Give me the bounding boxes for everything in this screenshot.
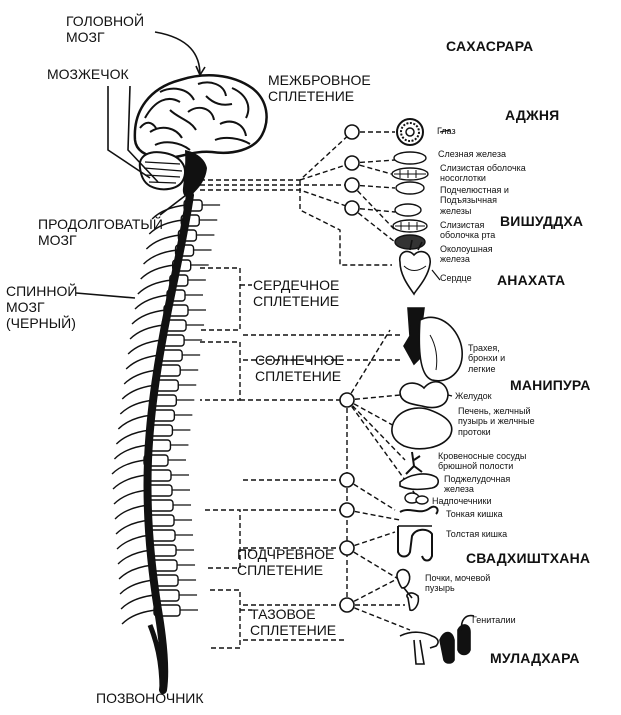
adrenals <box>404 492 429 505</box>
plexus-ganglia <box>339 124 360 613</box>
large-intestine-label: Толстая кишка <box>446 529 508 539</box>
spinal-nerve-left <box>143 249 178 265</box>
head-glands <box>391 151 429 250</box>
spinal-nerves <box>111 204 221 691</box>
spinal-nerve-left <box>131 309 167 325</box>
stomach <box>399 381 449 409</box>
lungs <box>403 307 463 382</box>
organ-pointers <box>431 129 453 397</box>
spinal-nerve-left <box>116 534 152 550</box>
spinal-nerve-left <box>118 564 154 580</box>
medulla <box>182 150 207 198</box>
spinal-nerve-left <box>113 444 149 460</box>
spinal-nerve-left <box>115 429 151 445</box>
spinal-nerve-left <box>120 594 156 610</box>
stomach-label: Желудок <box>455 391 492 401</box>
heart-label: Сердце <box>440 273 472 283</box>
genitals-label: Гениталии <box>472 615 516 625</box>
lacrimal-label: Слезная железа <box>438 149 506 159</box>
eye-label: Глаз <box>437 126 456 136</box>
plexus-brackets <box>200 267 252 649</box>
spinal-nerve-left <box>114 504 150 520</box>
spinal-nerve-left <box>119 399 155 415</box>
chakra-ajna: АДЖНЯ <box>505 107 560 123</box>
chakra-vishuddha: ВИШУДДХА <box>500 213 584 229</box>
brain <box>133 74 268 160</box>
spinal-nerve-left <box>134 294 170 310</box>
spine-label: ПОЗВОНОЧНИК <box>96 690 204 706</box>
spinal-cord <box>143 191 194 694</box>
genitals <box>399 614 475 665</box>
spinal-nerve-left <box>125 354 161 370</box>
pointer-lines <box>75 31 206 299</box>
chakra-anahata: АНАХАТА <box>497 272 566 288</box>
spinal-nerve-left <box>113 489 149 505</box>
adrenals-label: Надпочечники <box>432 496 492 506</box>
spinal-nerve-left <box>111 459 147 475</box>
kidneys <box>396 568 420 612</box>
cerebellum-label: МОЗЖЕЧОК <box>47 66 129 82</box>
chakra-muladhara: МУЛАДХАРА <box>490 650 580 666</box>
chakra-manipura: МАНИПУРА <box>510 377 591 393</box>
spinal-nerve-left <box>119 579 155 595</box>
chakra-sahasrara: САХАСРАРА <box>446 38 534 54</box>
pancreas <box>399 473 440 491</box>
spinal-nerve-left <box>145 234 181 250</box>
spinal-nerve-left <box>127 339 163 355</box>
spinal-nerve-left <box>117 414 153 430</box>
cerebellum <box>138 151 186 191</box>
eye <box>396 118 424 146</box>
spinal-nerve-left <box>121 609 157 625</box>
chakra-svadhishthana: СВАДХИШТХАНА <box>466 550 591 566</box>
spinal-nerve-left <box>129 324 165 340</box>
large-intestine <box>397 525 433 562</box>
spinal-nerve-left <box>115 519 151 535</box>
spinal-nerve-left <box>137 279 172 295</box>
spinal-nerve-left <box>121 384 157 400</box>
small-intestine <box>399 505 439 515</box>
liver <box>391 407 453 450</box>
spinal-nerve-left <box>123 369 159 385</box>
spinal-nerve-left <box>112 474 148 490</box>
vertebrae <box>143 199 203 617</box>
abdominal-vessels <box>405 451 423 475</box>
coccyx <box>147 624 165 691</box>
spinal-nerve-left <box>140 264 175 280</box>
heart <box>398 239 431 296</box>
small-intestine-label: Тонкая кишка <box>446 509 503 519</box>
spinal-nerve-left <box>117 549 153 565</box>
spinal-nerve-left <box>148 219 184 235</box>
